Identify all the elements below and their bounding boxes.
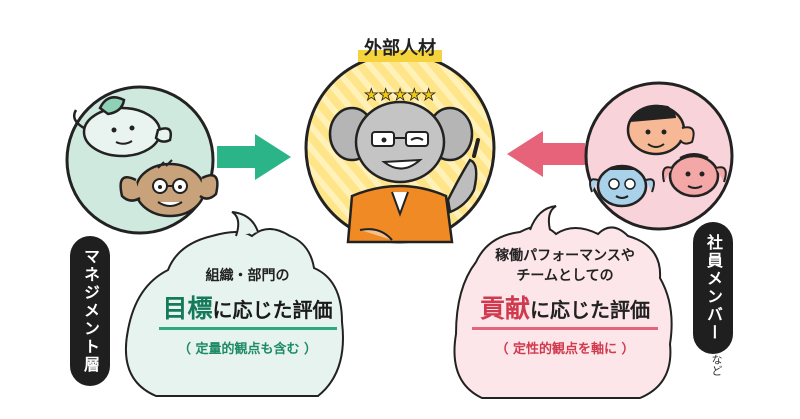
green-arrow	[217, 134, 291, 180]
members-headline-rest: に応じた評価	[530, 298, 650, 322]
members-label: 社員メンバー	[693, 222, 733, 354]
center-title: 外部人材	[330, 34, 470, 62]
center-title-text: 外部人材	[358, 34, 442, 62]
management-note: （ 定量的観点も含む ）	[177, 342, 318, 357]
members-headline: 貢献に応じた評価	[462, 289, 668, 325]
external-talent-character	[328, 100, 480, 244]
member-character-left	[589, 164, 655, 208]
management-speech-bubble	[124, 228, 344, 397]
management-evaluation-text: 組織・部門の 目標に応じた評価 （ 定量的観点も含む ）	[150, 265, 345, 357]
management-headline: 目標に応じた評価	[150, 289, 345, 325]
member-character-right	[662, 153, 727, 198]
management-line1: 組織・部門の	[205, 268, 290, 284]
management-label: マネジメント層	[70, 236, 110, 386]
pink-arrow	[507, 131, 585, 177]
management-label-text: マネジメント層	[81, 248, 100, 374]
members-note: （ 定性的観点を軸に ）	[495, 342, 635, 357]
members-speech-bubble	[453, 225, 673, 399]
management-emphasis: 目標	[162, 294, 213, 323]
members-label-sub: など	[710, 354, 723, 376]
members-underline	[472, 327, 658, 330]
management-headline-rest: に応じた評価	[212, 298, 333, 322]
members-label-text: 社員メンバー	[704, 234, 723, 342]
management-character-top	[73, 96, 172, 158]
management-character-bottom	[119, 159, 219, 218]
right-bubble-tail	[529, 205, 557, 231]
members-line1b: チームとしての	[516, 268, 614, 284]
member-character-top	[626, 104, 695, 156]
members-line1a: 稼働パフォーマンスや	[495, 248, 635, 264]
left-bubble-tail	[231, 211, 259, 237]
members-evaluation-text: 稼働パフォーマンスや チームとしての 貢献に応じた評価 （ 定性的観点を軸に ）	[462, 245, 668, 357]
members-emphasis: 貢献	[479, 294, 530, 323]
rating-stars: ★★★★★	[364, 85, 436, 104]
external-talent-circle: ★★★★★	[304, 52, 496, 244]
members-circle	[584, 81, 734, 231]
management-underline	[158, 327, 337, 330]
management-circle	[65, 85, 219, 235]
